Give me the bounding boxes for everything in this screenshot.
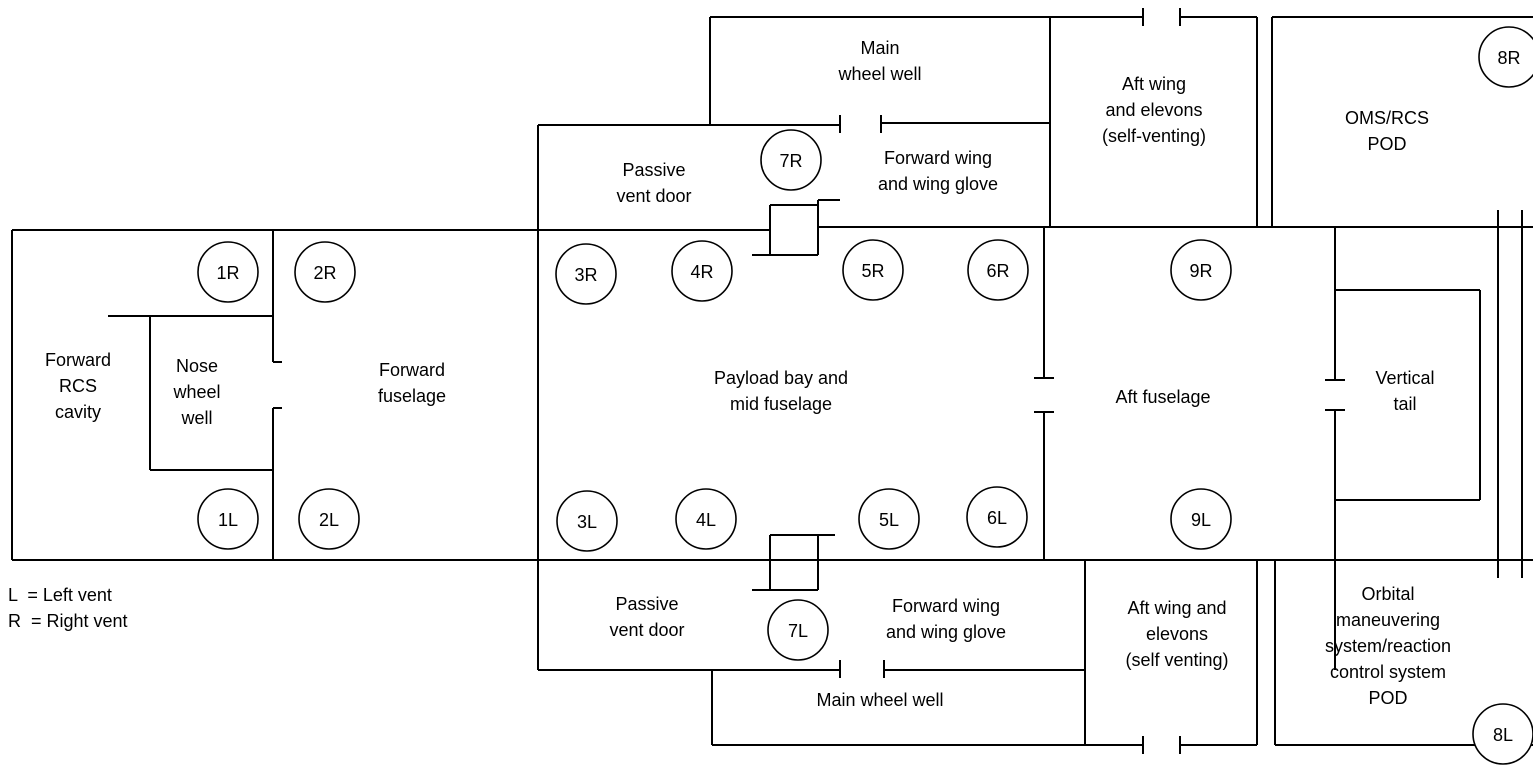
vent-7r: 7R [760,129,822,191]
vent-label: 3R [574,265,597,285]
label-vertical-tail: Vertical tail [1375,368,1434,414]
legend: L = Left vent R = Right vent [8,585,128,631]
vent-6r: 6R [967,239,1029,301]
label-line: Payload bay and [714,368,848,388]
label-forward-fuselage: Forward fuselage [378,360,446,406]
label-line: mid fuselage [730,394,832,414]
label-aft-wing-left: Aft wing and elevons (self venting) [1125,598,1228,670]
vent-label: 7L [788,621,808,641]
label-line: (self-venting) [1102,126,1206,146]
vent-label: 5L [879,510,899,530]
label-line: Aft wing [1122,74,1186,94]
label-line: (self venting) [1125,650,1228,670]
vent-8l: 8L [1472,703,1533,765]
vent-label: 3L [577,512,597,532]
label-line: Forward [45,350,111,370]
label-line: Forward [379,360,445,380]
label-line: OMS/RCS [1345,108,1429,128]
label-line: Forward wing [892,596,1000,616]
label-line: fuselage [378,386,446,406]
diagram-structure [11,8,1533,754]
label-aft-wing-right: Aft wing and elevons (self-venting) [1102,74,1206,146]
label-payload-bay: Payload bay and mid fuselage [714,368,848,414]
label-line: Forward wing [884,148,992,168]
vent-9l: 9L [1170,488,1232,550]
label-line: Main [860,38,899,58]
vent-label: 6R [986,261,1009,281]
label-line: Aft wing and [1127,598,1226,618]
vent-label: 1R [216,263,239,283]
vent-label: 6L [987,508,1007,528]
label-line: Passive [615,594,678,614]
label-line: Orbital [1361,584,1414,604]
vent-label: 4L [696,510,716,530]
vent-2l: 2L [298,488,360,550]
vent-6l: 6L [966,486,1028,548]
vent-label: 4R [690,262,713,282]
label-aft-fuselage: Aft fuselage [1115,387,1210,407]
label-line: well [180,408,212,428]
vent-label: 2L [319,510,339,530]
legend-left: L = Left vent [8,585,112,605]
label-passive-vent-door-right: Passive vent door [616,160,691,206]
label-line: wheel [172,382,220,402]
label-line: control system [1330,662,1446,682]
label-main-wheel-well-left: Main wheel well [816,690,943,710]
vent-2r: 2R [294,241,356,303]
label-main-wheel-well-right: Main wheel well [837,38,921,84]
vent-label: 5R [861,261,884,281]
vent-label: 2R [313,263,336,283]
vent-3l: 3L [556,490,618,552]
label-line: and wing glove [886,622,1006,642]
label-line: wheel well [837,64,921,84]
legend-right: R = Right vent [8,611,128,631]
label-line: and elevons [1105,100,1202,120]
vent-label: 8R [1497,48,1520,68]
label-line: tail [1393,394,1416,414]
label-line: cavity [55,402,101,422]
label-forward-rcs-cavity: Forward RCS cavity [45,350,111,422]
vent-1l: 1L [197,488,259,550]
vent-label: 7R [779,151,802,171]
vent-label: 8L [1493,725,1513,745]
label-line: POD [1367,134,1406,154]
vent-3r: 3R [555,243,617,305]
label-line: and wing glove [878,174,998,194]
label-line: Nose [176,356,218,376]
vent-4l: 4L [675,488,737,550]
vent-9r: 9R [1170,239,1232,301]
label-line: Passive [622,160,685,180]
vent-7l: 7L [767,599,829,661]
label-line: POD [1368,688,1407,708]
label-line: Vertical [1375,368,1434,388]
vent-5r: 5R [842,239,904,301]
vent-4r: 4R [671,240,733,302]
label-line: Aft fuselage [1115,387,1210,407]
vent-label: 9R [1189,261,1212,281]
vent-label: 9L [1191,510,1211,530]
label-line: maneuvering [1336,610,1440,630]
label-line: vent door [609,620,684,640]
label-forward-wing-right: Forward wing and wing glove [878,148,998,194]
label-line: vent door [616,186,691,206]
label-passive-vent-door-left: Passive vent door [609,594,684,640]
vent-label: 1L [218,510,238,530]
vent-8r: 8R [1478,26,1533,88]
label-line: elevons [1146,624,1208,644]
label-oms-rcs-pod-left: Orbital maneuvering system/reaction cont… [1325,584,1451,708]
label-oms-rcs-pod-right: OMS/RCS POD [1345,108,1429,154]
label-line: Main wheel well [816,690,943,710]
vent-5l: 5L [858,488,920,550]
vent-1r: 1R [197,241,259,303]
label-line: system/reaction [1325,636,1451,656]
label-line: RCS [59,376,97,396]
label-nose-wheel-well: Nose wheel well [172,356,220,428]
label-forward-wing-left: Forward wing and wing glove [886,596,1006,642]
